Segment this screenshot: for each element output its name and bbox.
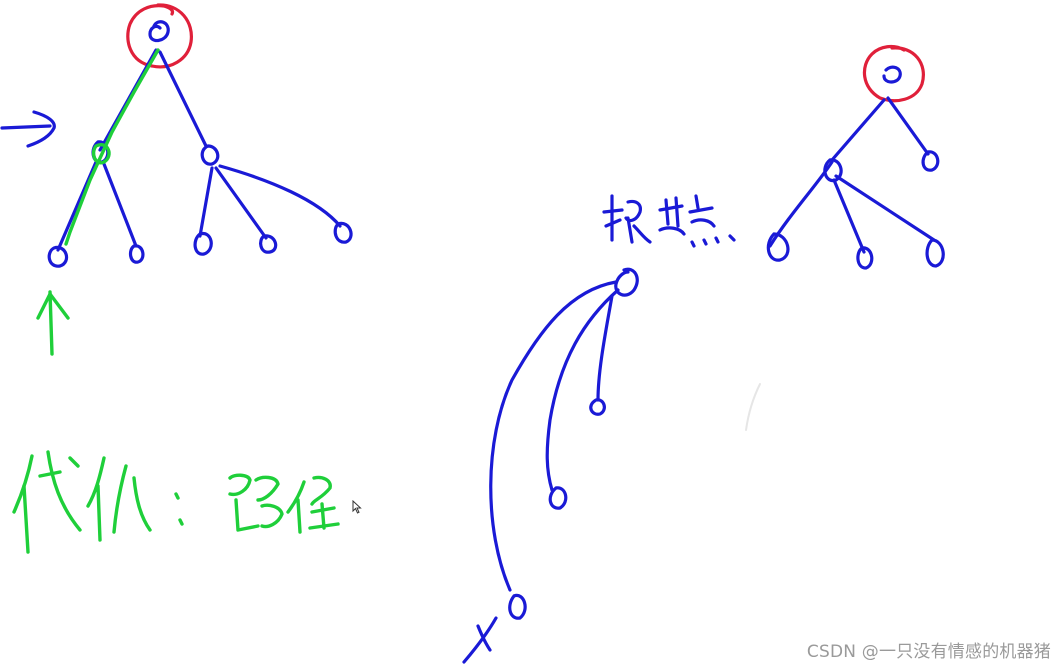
watermark: CSDN @一只没有情感的机器猪 <box>806 642 1051 662</box>
green-handwritten-note <box>12 450 340 554</box>
green-up-arrow <box>36 290 70 356</box>
mouse-pointer-icon <box>352 500 362 514</box>
blue-handwritten-note <box>602 194 736 248</box>
right-tree <box>766 44 945 270</box>
root-node <box>148 20 170 43</box>
left-tree <box>47 3 353 268</box>
right-root-highlight-circle <box>862 44 925 103</box>
faint-stroke <box>745 383 761 431</box>
chain-tree <box>462 267 639 664</box>
right-root-node <box>882 65 902 84</box>
left-arrow <box>0 110 56 148</box>
root-highlight-circle <box>126 3 193 69</box>
